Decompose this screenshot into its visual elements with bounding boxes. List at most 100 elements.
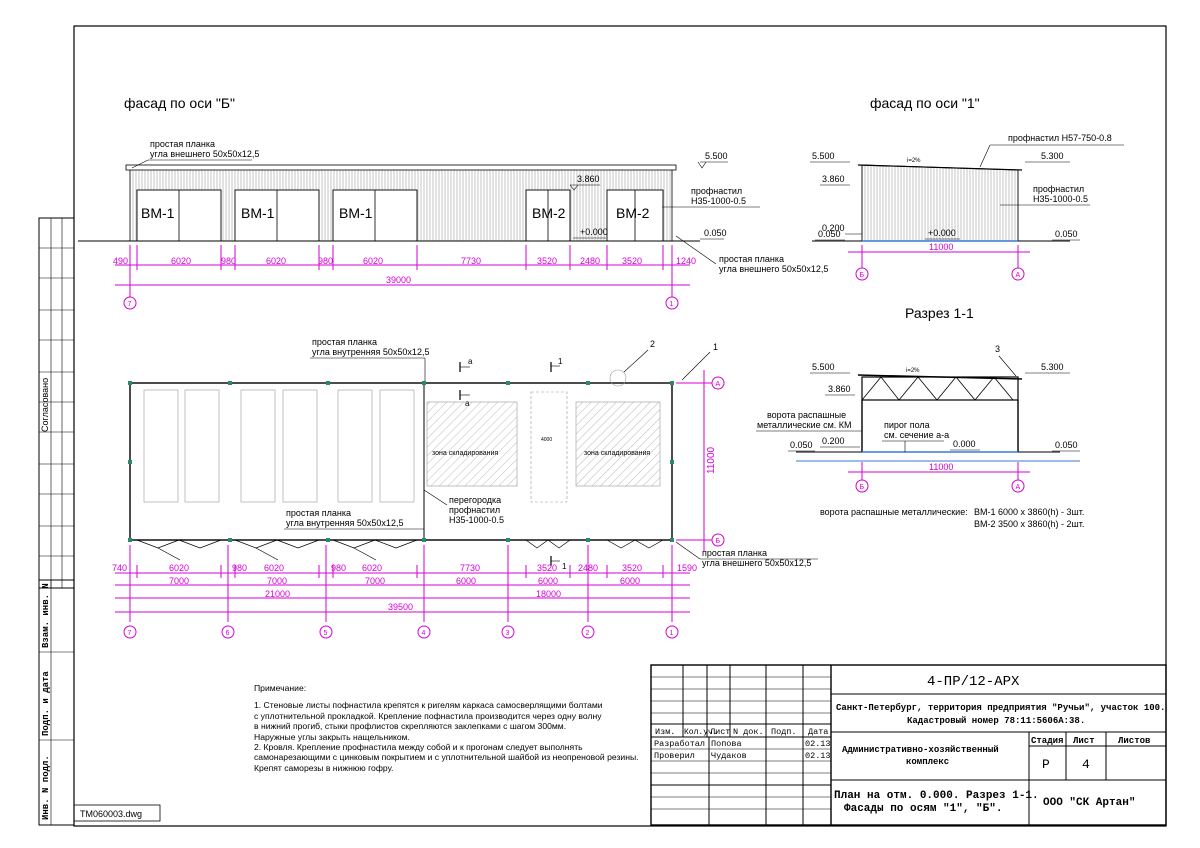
notes-line: с уплотнительной прокладкой. Крепление п… — [254, 710, 602, 721]
axis-marker — [711, 376, 725, 390]
title-block: 4-ПР/12-АРХ Санкт-Петербург, территория … — [650, 664, 1167, 826]
plan-dim-height: 11000 — [706, 446, 717, 474]
dim: 3520 — [622, 256, 642, 266]
facade-1-roof-label: профнастил Н57-750-0.8 — [1008, 133, 1112, 143]
facade-b-plank-top-2: угла внешнего 50х50х12,5 — [150, 149, 259, 159]
level: 0.050 — [790, 440, 813, 450]
level: 0.050 — [818, 229, 841, 239]
gate-vm1-a: ВМ-1 — [136, 189, 222, 242]
facade-1-dim: 11000 — [929, 242, 953, 252]
axis-label: 6 — [226, 630, 230, 637]
partition-label-1: перегородка — [449, 495, 501, 505]
gate-vm1-c: ВМ-1 — [332, 189, 418, 242]
plan-plank-top-1: простая планка — [312, 337, 377, 347]
storage-zone — [575, 401, 661, 487]
storage-zone-label: зона складирования — [584, 450, 650, 457]
developed-name: Попова — [711, 739, 742, 749]
storage-zone — [426, 401, 518, 487]
stage-label: Стадия — [1031, 736, 1063, 746]
level: +0.000 — [928, 228, 956, 238]
sheet-title-2: Фасады по осям "1", "Б". — [844, 803, 1002, 815]
section-title: Разрез 1-1 — [905, 305, 974, 321]
level: 5.500 — [812, 151, 835, 161]
developed-role: Разработал — [654, 739, 705, 749]
axis-marker — [319, 625, 333, 639]
notes-line: в нижний прогиб, стыки профлистов скрепл… — [254, 721, 567, 732]
level: 5.300 — [1041, 151, 1064, 161]
plan-plank-outer-2: угла внешнего 50х50х12,5 — [702, 558, 811, 568]
checked-role: Проверил — [654, 751, 695, 761]
dim: 6020 — [363, 256, 383, 266]
facade-b: фасад по оси "Б" ВМ-1 ВМ-1 ВМ-1 ВМ-2 ВМ-… — [78, 95, 828, 310]
facade-1-profile-2: Н35-1000-0.5 — [1033, 194, 1088, 204]
side-stamp: Согласовано Взам. инв. N Подп. и дата Ин… — [38, 217, 75, 826]
facade-b-title: фасад по оси "Б" — [124, 95, 235, 111]
dim: 6020 — [362, 563, 382, 573]
col-header: Изм. — [655, 727, 675, 737]
level: 5.500 — [812, 362, 835, 372]
dim: 7000 — [169, 576, 189, 586]
axis-label: А — [716, 381, 721, 388]
axis-marker — [1011, 267, 1025, 281]
dim: 2480 — [580, 256, 600, 266]
gate-vm2-b: ВМ-2 — [606, 189, 664, 242]
axis-marker — [123, 625, 137, 639]
level-zero: +0.000 — [580, 227, 608, 237]
level: 3.860 — [828, 384, 851, 394]
axis-label: 1 — [670, 630, 674, 637]
storage-zone-label: зона складирования — [432, 450, 498, 457]
col-header: Подп. — [771, 727, 797, 737]
dim-total: 39500 — [388, 602, 413, 612]
company-name: ООО "СК Артан" — [1043, 797, 1135, 809]
section-callout: 3 — [995, 344, 1000, 354]
dim: 980 — [232, 563, 247, 573]
col-header: Дата — [808, 727, 828, 737]
side-inv-label: Инв. N подл. — [41, 755, 51, 820]
level: 0.200 — [822, 436, 845, 446]
partition-label-3: Н35-1000-0.5 — [449, 515, 504, 525]
notes-line: Наружные углы закрыть нащельником. — [254, 731, 410, 742]
dim: 18000 — [536, 589, 561, 599]
level-5500: 5.500 — [705, 151, 728, 161]
dim: 1240 — [676, 256, 696, 266]
axis-marker — [1011, 479, 1025, 493]
checked-name: Чудаков — [711, 751, 747, 761]
address-line-2: Кадастровый номер 78:11:5606А:38. — [907, 716, 1085, 726]
level: 5.300 — [1041, 362, 1064, 372]
level: 0.050 — [1055, 440, 1078, 450]
axis-label: Б — [860, 272, 865, 279]
notes-title: Примечание: — [254, 683, 307, 693]
axis-label: 3 — [506, 630, 510, 637]
axis-marker — [221, 625, 235, 639]
dim: 7000 — [365, 576, 385, 586]
col-header: Лист — [709, 727, 730, 737]
dim: 6000 — [456, 576, 476, 586]
dim: 490 — [113, 256, 128, 266]
gate-label: ВМ-2 — [532, 205, 566, 221]
dim: 980 — [331, 563, 346, 573]
axis-marker — [855, 267, 869, 281]
dim: 6020 — [171, 256, 191, 266]
section-truss — [861, 376, 1014, 401]
sheets-label: Листов — [1118, 736, 1150, 746]
axis-label: 5 — [324, 630, 328, 637]
cut-mark: а — [465, 399, 470, 408]
axis-marker — [665, 296, 679, 310]
partition-label-2: профнастил — [449, 505, 500, 515]
axis-label: Б — [860, 484, 865, 491]
dim: 2480 — [578, 563, 598, 573]
axis-label: Б — [716, 538, 721, 545]
dim-total: 39000 — [386, 275, 411, 285]
section-gate-2: металлические см. КМ — [757, 420, 852, 430]
project-code: 4-ПР/12-АРХ — [927, 674, 1020, 690]
dim: 980 — [221, 256, 236, 266]
axis-marker — [855, 479, 869, 493]
level: 3.860 — [822, 174, 845, 184]
file-name: ТМ060003.dwg — [80, 809, 142, 819]
cut-mark: а — [468, 357, 473, 366]
dim: 3520 — [537, 563, 557, 573]
side-vzam-label: Взам. инв. N — [41, 583, 51, 648]
object-line-1: Административно-хозяйственный — [842, 745, 999, 755]
notes-block: Примечание: 1. Стеновые листы пофнастила… — [254, 683, 654, 773]
